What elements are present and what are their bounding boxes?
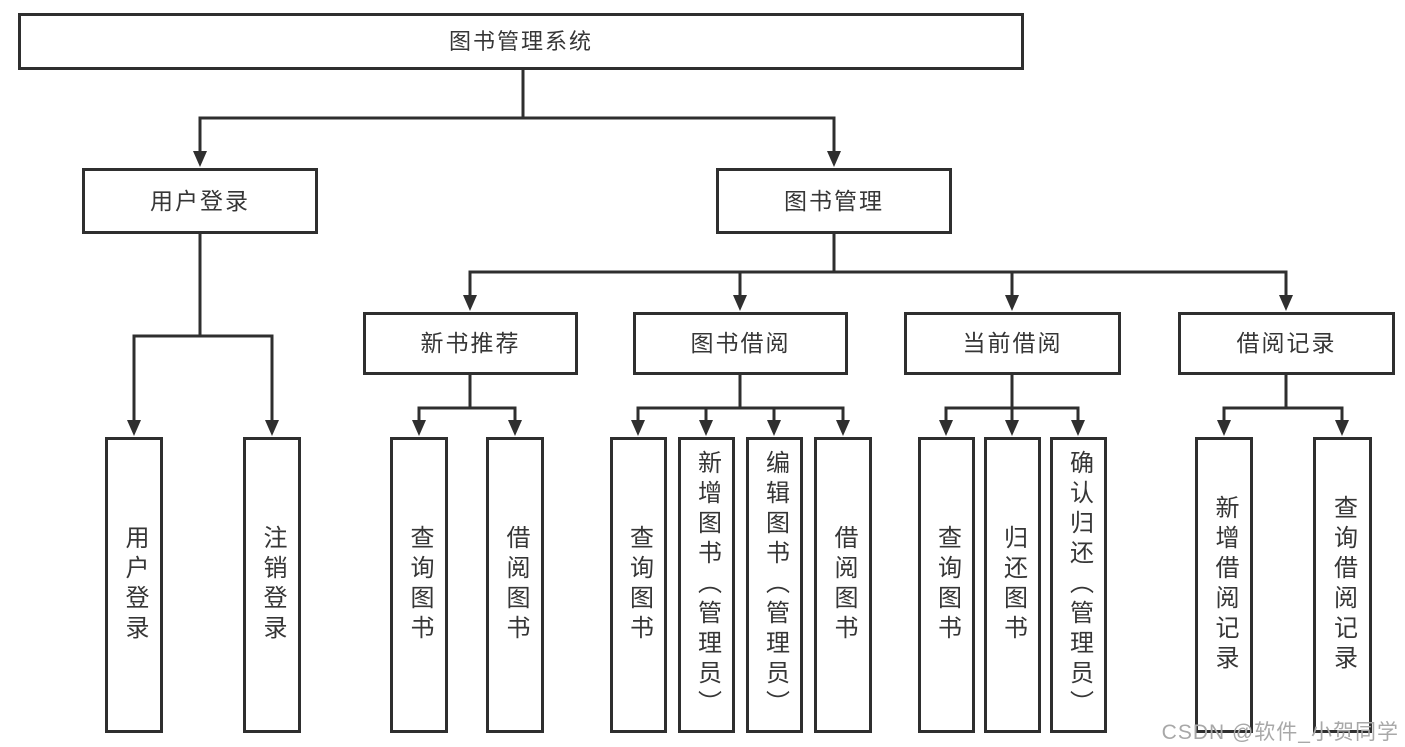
node-book-management-system: 图书管理系统 (18, 13, 1024, 70)
leaf-borrow-books: 借阅图书 (814, 437, 872, 733)
node-current-borrowing: 当前借阅 (904, 312, 1121, 375)
node-new-book-recommend: 新书推荐 (363, 312, 578, 375)
leaf-borrow-books-recommend: 借阅图书 (486, 437, 544, 733)
leaf-query-books-borrow: 查询图书 (610, 437, 667, 733)
leaf-query-books-recommend: 查询图书 (390, 437, 448, 733)
leaf-user-login: 用户登录 (105, 437, 163, 733)
node-book-management-module: 图书管理 (716, 168, 952, 234)
arrowheads (127, 151, 1349, 436)
leaf-return-books: 归还图书 (984, 437, 1041, 733)
leaf-confirm-return-admin: 确认归还（管理员） (1050, 437, 1107, 733)
leaf-query-books-current: 查询图书 (918, 437, 975, 733)
leaf-query-borrow-record: 查询借阅记录 (1313, 437, 1372, 733)
csdn-watermark: CSDN @软件_小贺同学 (1161, 721, 1399, 744)
node-book-borrowing: 图书借阅 (633, 312, 848, 375)
node-user-login-module: 用户登录 (82, 168, 318, 234)
node-borrowing-records: 借阅记录 (1178, 312, 1395, 375)
leaf-edit-books-admin: 编辑图书（管理员） (746, 437, 803, 733)
leaf-add-borrow-record: 新增借阅记录 (1195, 437, 1253, 733)
leaf-add-books-admin: 新增图书（管理员） (678, 437, 735, 733)
leaf-logout-login: 注销登录 (243, 437, 301, 733)
